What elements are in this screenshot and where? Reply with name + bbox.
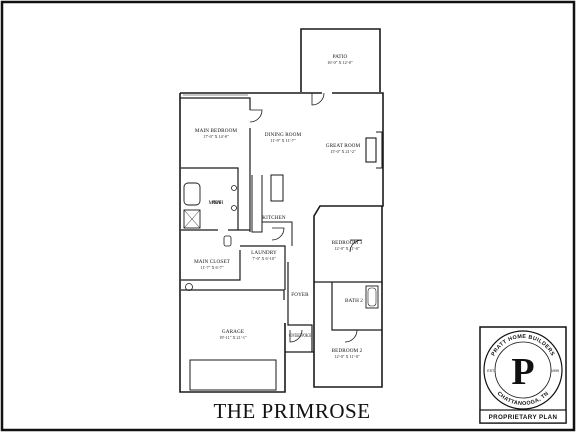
bedroom-3-door <box>349 239 363 253</box>
fireplace <box>365 137 377 163</box>
room-dims-main-bedroom: 17'-0" X 14'-0" <box>203 134 229 139</box>
room-dims-garage: 19'-11" X 21'-1" <box>219 335 247 340</box>
room-name-great-room: GREAT ROOM <box>326 143 361 149</box>
room-dims-dining-room: 11'-9" X 11'-7" <box>270 138 295 143</box>
logo-banner: PROPRIETARY PLAN <box>489 414 558 421</box>
exterior-wall-left <box>179 93 286 393</box>
logo-est-right: 1999 <box>551 369 559 373</box>
garage-top-wall <box>181 289 285 300</box>
room-labels: PATIO 16'-0" X 12'-0" MAIN BEDROOM 17'-0… <box>194 54 363 359</box>
main-bath-shower <box>183 209 201 229</box>
room-name-kitchen: KITCHEN <box>262 215 286 221</box>
logo-est-left: EST. <box>487 369 495 373</box>
room-name-garage: GARAGE <box>222 329 244 335</box>
room-name-covered-porch: COVERED PORCH <box>289 333 311 339</box>
main-bedroom-wall <box>180 97 251 168</box>
room-name-dining-room: DINING ROOM <box>265 132 302 138</box>
logo-inner-ring <box>494 341 552 399</box>
logo-outer-ring <box>483 330 563 410</box>
room-name-main-bath: MAIN BATH <box>209 200 224 206</box>
garage-door <box>189 359 277 391</box>
bath-2-wall <box>314 281 382 331</box>
main-bath-wall <box>181 167 251 232</box>
logo-letter: P <box>511 351 534 393</box>
patio-outline <box>300 28 381 92</box>
bedroom-2-door <box>344 329 358 343</box>
bath-2-tub-inner <box>367 287 377 307</box>
front-door <box>289 329 303 343</box>
toilet <box>223 235 232 247</box>
shower-cross <box>183 209 201 229</box>
room-name-laundry: LAUNDRY <box>251 250 277 256</box>
laundry-wall <box>240 245 286 290</box>
room-name-bath-2: BATH 2 <box>345 298 363 304</box>
room-dims-great-room: 15'-0" X 21'-2" <box>330 149 356 154</box>
kitchen-counter-left <box>251 175 263 233</box>
room-dims-main-closet: 11'-7" X 6'-7" <box>200 265 223 270</box>
kitchen-counter-bottom <box>262 221 293 246</box>
kitchen-door <box>271 227 285 241</box>
fixture-symbol <box>185 283 193 291</box>
exterior-wall-right <box>180 92 384 388</box>
room-name-bedroom-3: BEDROOM 3 <box>332 240 363 246</box>
bath-2-tub <box>365 285 379 309</box>
floor-plan <box>179 28 384 393</box>
sink-2 <box>231 205 237 211</box>
plan-title: THE PRIMROSE <box>213 399 370 423</box>
room-name-main-bedroom: MAIN BEDROOM <box>195 128 238 134</box>
room-name-bedroom-2: BEDROOM 2 <box>332 348 363 354</box>
bedroom-door <box>249 109 263 123</box>
room-dims-patio: 16'-0" X 12'-0" <box>327 60 353 65</box>
room-dims-bedroom-3: 12'-0" X 11'-0" <box>334 246 360 251</box>
foyer-wall <box>287 262 313 352</box>
builder-logo: PRATT HOME BUILDERS CHATTANOOGA, TN EST.… <box>479 326 567 424</box>
room-dims-bedroom-2: 12'-0" X 11'-0" <box>334 354 360 359</box>
room-name-foyer: FOYER <box>291 292 309 298</box>
room-name-main-closet: MAIN CLOSET <box>194 259 231 265</box>
kitchen-island <box>270 174 284 202</box>
room-dims-laundry: 7'-0" X 6'-10" <box>252 256 276 261</box>
logo-banner-box <box>479 409 567 424</box>
main-bath-tub <box>183 182 201 206</box>
room-name-patio: PATIO <box>333 54 348 60</box>
sink-1 <box>231 185 237 191</box>
fireplace-hearth <box>376 131 383 169</box>
main-closet-wall <box>181 250 241 281</box>
patio-door <box>311 92 325 106</box>
